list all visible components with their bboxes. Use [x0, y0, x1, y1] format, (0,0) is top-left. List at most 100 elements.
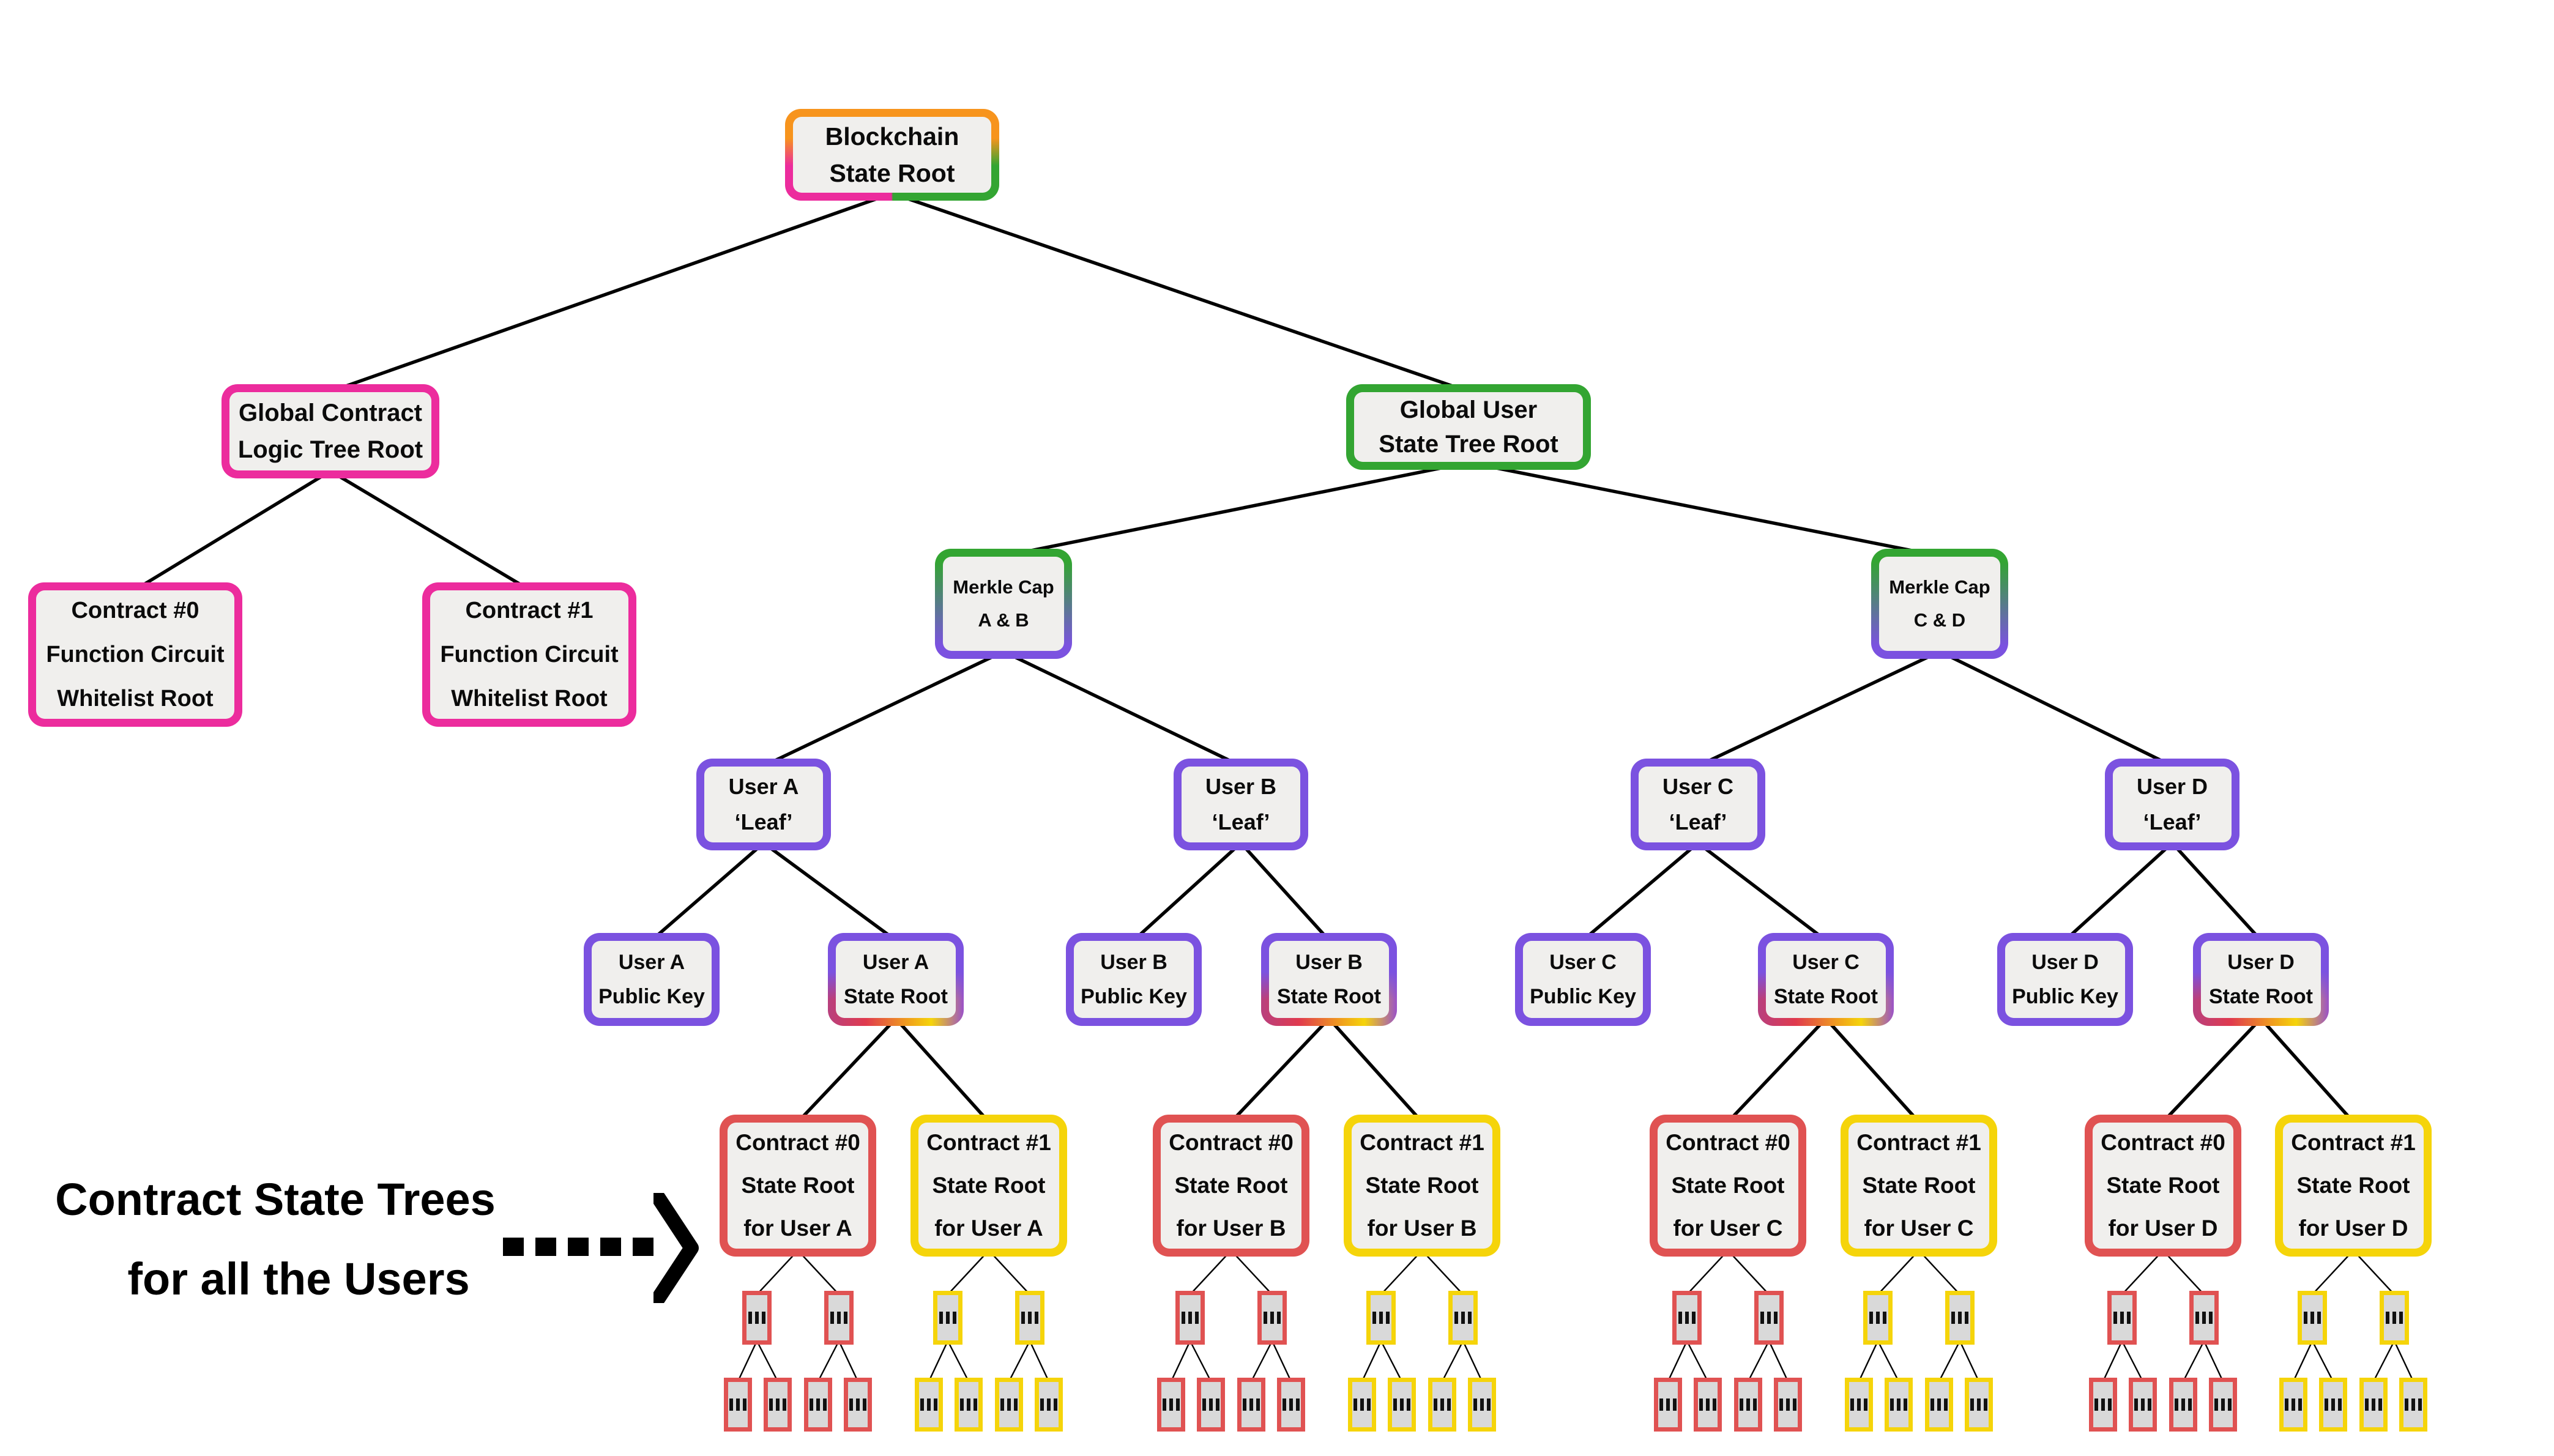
ellipsis-marks [2323, 1382, 2343, 1427]
edge [1230, 1250, 1273, 1295]
mini-tree-node [2209, 1378, 2237, 1432]
node-label-line: User B [1205, 774, 1277, 799]
node-label-line: State Root [2106, 1173, 2220, 1198]
mini-tree-node [1754, 1291, 1784, 1345]
edge [1824, 1017, 1921, 1123]
ellipsis-marks [1039, 1382, 1059, 1427]
ellipsis-marks [1849, 1382, 1869, 1427]
node-label-line: Contract #1 [2291, 1130, 2416, 1155]
mini-tree-node [804, 1378, 832, 1432]
node-label-line: Global User [1399, 396, 1538, 423]
ellipsis-marks [2302, 1295, 2323, 1340]
edge [1468, 461, 1940, 558]
node-label-line: User C [1662, 774, 1734, 799]
edge [1727, 1017, 1827, 1123]
edge [1250, 1340, 1273, 1382]
edge [1170, 1340, 1191, 1382]
ellipsis-marks [2194, 1295, 2214, 1340]
edge [1877, 1250, 1919, 1295]
edge [2372, 1340, 2396, 1382]
ellipsis-marks [1472, 1382, 1492, 1427]
edge [1421, 1250, 1464, 1295]
edge [737, 1340, 758, 1382]
node-label-line: for User D [2298, 1216, 2408, 1241]
ellipsis-marks [1759, 1295, 1779, 1340]
mini-tree-node [1157, 1378, 1185, 1432]
ellipsis-marks [1371, 1295, 1391, 1340]
edge [2312, 1250, 2354, 1295]
mini-tree-node [1734, 1378, 1762, 1432]
node-label-line: Contract #1 [1856, 1130, 1981, 1155]
edge [2393, 1340, 2414, 1382]
node-label-line: for User B [1176, 1216, 1286, 1241]
mini-tree-node [2380, 1291, 2409, 1345]
edge [1858, 1340, 1879, 1382]
node-label-line: User D [2031, 951, 2099, 974]
edge [817, 1340, 840, 1382]
edge [928, 1340, 949, 1382]
node-label-line: State Root [2296, 1173, 2410, 1198]
node-label-line: Public Key [1081, 985, 1187, 1008]
mini-tree-node [1428, 1378, 1456, 1432]
arrow-dash [535, 1238, 556, 1256]
ellipsis-marks [1180, 1295, 1201, 1340]
edge [2121, 1250, 2164, 1295]
mini-tree-node [2359, 1378, 2388, 1432]
node-label-line: User D [2227, 951, 2295, 974]
ellipsis-marks [1929, 1382, 1949, 1427]
arrow-dash [600, 1238, 621, 1256]
ellipsis-marks [2364, 1382, 2383, 1427]
node-label-line: State Root [1862, 1173, 1976, 1198]
edge [988, 1250, 1030, 1295]
edge [2311, 1340, 2334, 1382]
tree-node-leafC: User C‘Leaf’ [1631, 759, 1765, 850]
mini-tree-node [1945, 1291, 1975, 1345]
ellipsis-marks [2093, 1382, 2113, 1427]
mini-tree-node [2189, 1291, 2219, 1345]
tree-node-pkB: User B Public Key [1066, 933, 1202, 1026]
edge [1441, 1340, 1464, 1382]
edge [2162, 1017, 2262, 1123]
ellipsis-marks [2173, 1382, 2193, 1427]
node-label-line: Public Key [1530, 985, 1636, 1008]
ellipsis-marks [959, 1382, 978, 1427]
node-label-line: Blockchain [825, 122, 959, 150]
mini-tree-node [2298, 1291, 2327, 1345]
node-label-line: ‘Leaf’ [734, 809, 793, 834]
mini-tree-node [1348, 1378, 1376, 1432]
ellipsis-marks [919, 1382, 939, 1427]
ellipsis-marks [1352, 1382, 1372, 1427]
mini-tree-node [995, 1378, 1023, 1432]
node-label-line: User C [1792, 951, 1860, 974]
edge [2064, 841, 2173, 942]
edge [1008, 1340, 1031, 1382]
mini-tree-node [844, 1378, 872, 1432]
mini-tree-node [1035, 1378, 1063, 1432]
edge [2121, 1340, 2144, 1382]
node-label-line: User B [1100, 951, 1167, 974]
ellipsis-marks [1867, 1295, 1888, 1340]
node-label-line: State Root [1671, 1173, 1785, 1198]
edge [1667, 1340, 1688, 1382]
node-label-line: ‘Leaf’ [2143, 809, 2202, 834]
arrow-dash [633, 1238, 653, 1256]
node-label-line: for User D [2108, 1216, 2218, 1241]
ellipsis-marks [999, 1382, 1019, 1427]
edge [1877, 1340, 1900, 1382]
edge [650, 841, 765, 942]
mini-tree-node [1175, 1291, 1205, 1345]
ellipsis-marks [1969, 1382, 1989, 1427]
mini-tree-node [1197, 1378, 1225, 1432]
ellipsis-marks [828, 1295, 849, 1340]
mini-tree-node [2129, 1378, 2157, 1432]
